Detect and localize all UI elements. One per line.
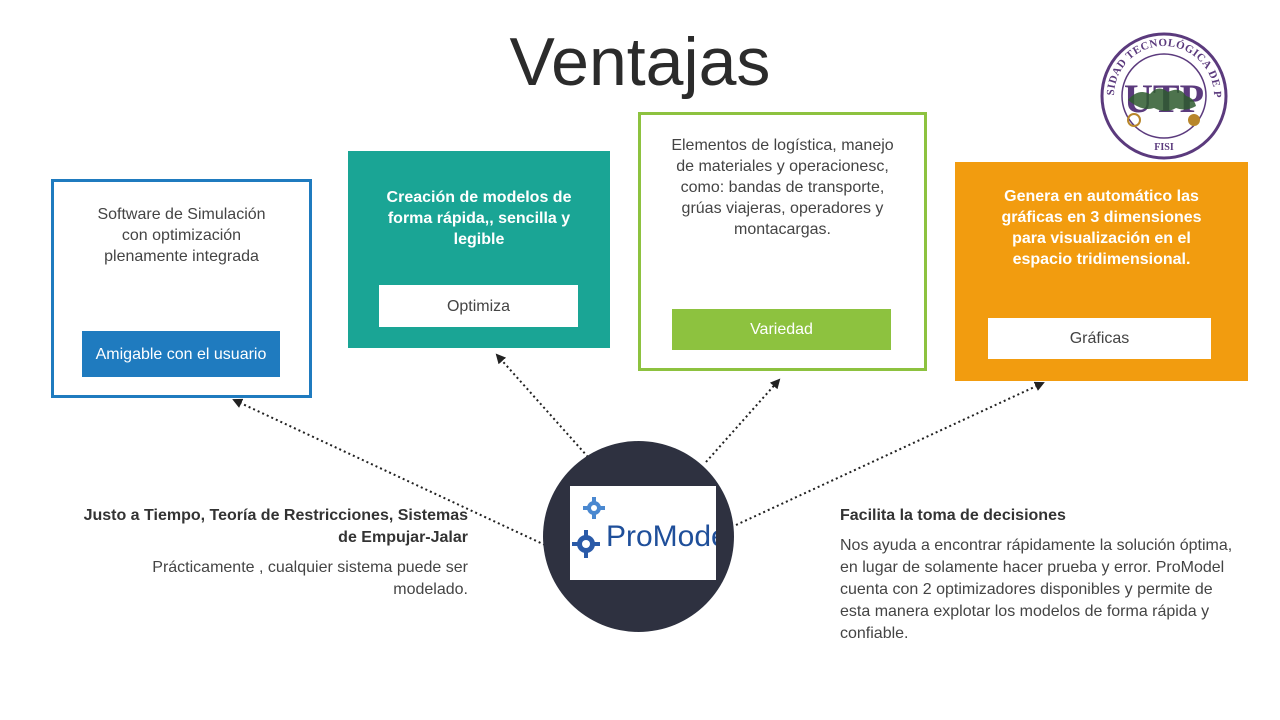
left-body: Prácticamente , cualquier sistema puede … — [152, 559, 468, 598]
slide-title: Ventajas — [509, 24, 771, 100]
arrow-to-card-optimize — [495, 353, 589, 458]
seal-gear-icon — [1188, 114, 1200, 126]
gears-icon: ProModel — [572, 497, 734, 558]
card-tag: Amigable con el usuario — [82, 331, 280, 377]
right-body: Nos ayuda a encontrar rápidamente la sol… — [840, 537, 1233, 642]
seal-atom-icon — [1127, 113, 1141, 127]
arrow-to-card-graphics — [735, 381, 1045, 526]
right-text-block: Facilita la toma de decisiones Nos ayuda… — [840, 505, 1240, 645]
university-seal: UNIVERSIDAD TECNOLÓGICA DE PANAMÁ UTP FI… — [1093, 21, 1230, 162]
seal-map-icon — [1128, 88, 1196, 111]
card-description: Genera en automático las gráficas en 3 d… — [1001, 188, 1202, 268]
card-graphics: Genera en automático las gráficas en 3 d… — [955, 162, 1248, 381]
promodel-logo: ProModel — [570, 486, 734, 580]
right-heading: Facilita la toma de decisiones — [840, 507, 1066, 524]
card-description: Elementos de logística, manejo de materi… — [671, 137, 894, 238]
seal-graphic: UNIVERSIDAD TECNOLÓGICA DE PANAMÁ UTP FI… — [1093, 21, 1228, 160]
card-description: Software de Simulación con optimización … — [97, 206, 266, 265]
card-user-friendly: Software de Simulación con optimización … — [51, 179, 312, 398]
left-heading: Justo a Tiempo, Teoría de Restricciones,… — [83, 507, 468, 546]
seal-bottom-text: FISI — [1154, 142, 1174, 153]
left-text-block: Justo a Tiempo, Teoría de Restricciones,… — [80, 505, 468, 601]
card-variety: Elementos de logística, manejo de materi… — [638, 112, 927, 371]
card-tag: Gráficas — [988, 318, 1211, 359]
card-description: Creación de modelos de forma rápida,, se… — [386, 189, 572, 248]
card-tag: Variedad — [672, 309, 891, 350]
promodel-logo-text: ProModel — [606, 520, 716, 553]
arrow-to-card-user-friendly — [232, 398, 546, 546]
card-tag: Optimiza — [379, 285, 578, 327]
arrow-to-card-variety — [705, 378, 781, 463]
card-optimize: Creación de modelos de forma rápida,, se… — [348, 151, 610, 348]
